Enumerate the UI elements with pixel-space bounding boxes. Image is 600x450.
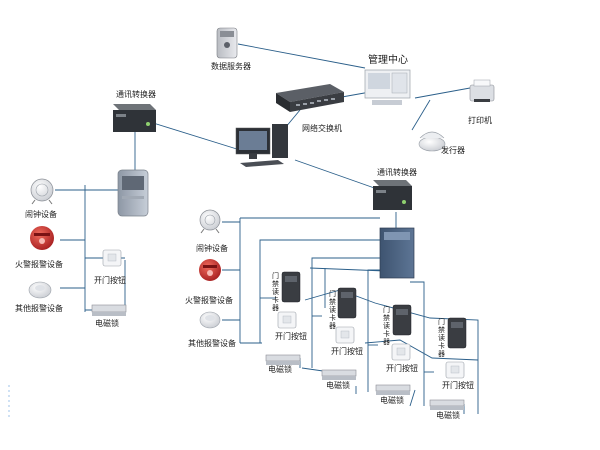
card-reader-label-4: 门禁读卡器 [438,318,445,358]
exit-button-label-3: 开门按钮 [386,364,418,373]
alarm-bell-icon [30,178,54,205]
electric-lock-icon [91,304,127,316]
other-alarm-icon [28,281,52,299]
network-switch-label: 网络交换机 [302,124,342,133]
electric-lock-label-2: 电磁锁 [326,381,350,390]
management-center-icon [364,69,411,105]
card-reader-label-3: 门禁读卡器 [383,306,390,346]
electric-lock-label-left: 电磁锁 [95,319,119,328]
exit-button-icon-2 [335,326,355,344]
alarm-bell-label-2: 闹钟设备 [196,244,228,253]
card-issuer-label: 发行器 [441,146,465,155]
electric-lock-icon-4 [429,399,465,410]
exit-button-label-4: 开门按钮 [442,381,474,390]
other-alarm-icon-2 [199,311,221,329]
card-reader-label-2: 门禁读卡器 [329,290,336,330]
printer-label: 打印机 [468,116,492,125]
fire-alarm-label-2: 火警报警设备 [185,296,233,305]
exit-button-label-1: 开门按钮 [275,332,307,341]
other-alarm-label-1: 其他报警设备 [15,304,63,313]
data-server-label: 数据服务器 [211,62,251,71]
access-controller-icon [379,227,415,279]
comm-converter-label-2: 通讯转换器 [377,168,417,177]
card-reader-label-1: 门禁读卡器 [272,272,279,312]
comm-converter-icon [113,104,156,132]
exit-button-label-left: 开门按钮 [94,276,126,285]
electric-lock-label-3: 电磁锁 [380,396,404,405]
controller-unit-icon [117,169,149,217]
electric-lock-icon-2 [321,369,357,380]
card-issuer-icon [418,131,446,152]
card-reader-icon-2 [337,287,357,319]
fire-alarm-icon [30,226,54,250]
printer-icon [469,79,495,102]
electric-lock-icon-1 [265,354,301,365]
fire-alarm-icon-2 [199,259,221,281]
data-server-icon [216,27,238,59]
other-alarm-label-2: 其他报警设备 [188,339,236,348]
card-reader-icon-4 [447,317,467,349]
electric-lock-label-1: 电磁锁 [268,365,292,374]
exit-button-icon-3 [391,343,411,361]
exit-button-icon-4 [445,361,465,379]
card-reader-icon-3 [392,304,412,336]
exit-button-icon [102,249,122,267]
card-reader-icon-1 [281,271,301,303]
fire-alarm-label-1: 火警报警设备 [15,260,63,269]
workstation-icon [235,124,288,167]
comm-converter-label-1: 通讯转换器 [116,90,156,99]
exit-button-icon-1 [277,311,297,329]
alarm-bell-label-1: 闹钟设备 [25,210,57,219]
comm-converter-icon-2 [373,180,412,210]
management-center-label: 管理中心 [368,55,408,66]
network-switch-icon [276,84,344,112]
exit-button-label-2: 开门按钮 [331,347,363,356]
electric-lock-label-4: 电磁锁 [436,411,460,420]
electric-lock-icon-3 [375,384,411,395]
alarm-bell-icon-2 [199,209,221,234]
